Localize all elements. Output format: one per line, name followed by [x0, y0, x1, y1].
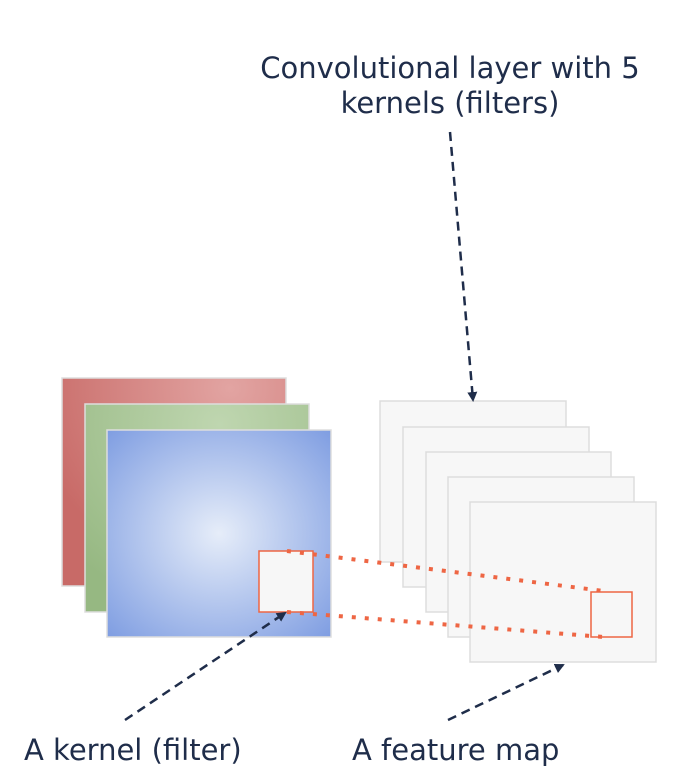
arrow-to-kernel — [124, 611, 287, 722]
feature-plane-5 — [469, 501, 657, 663]
projection-line-top — [286, 549, 605, 593]
arrow-to-conv-layer — [448, 131, 478, 402]
projection-line-bottom — [286, 610, 605, 639]
arrow-to-feature-map — [447, 663, 565, 722]
title-line-1: Convolutional layer with 5 — [260, 51, 639, 85]
feature-map-box — [590, 591, 633, 638]
feature-map-label: A feature map — [352, 733, 559, 767]
kernel-box — [258, 550, 314, 613]
kernel-label: A kernel (filter) — [24, 733, 242, 767]
title-line-2: kernels (filters) — [341, 86, 560, 120]
